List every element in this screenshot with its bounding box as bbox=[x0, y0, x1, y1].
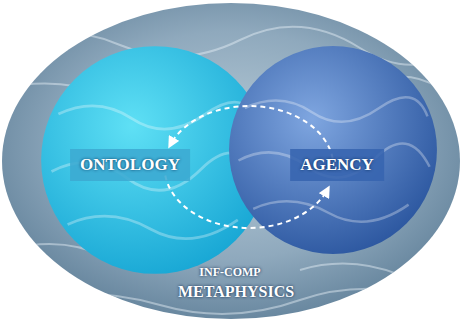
title-label: METAPHYSICS bbox=[178, 283, 294, 301]
subtitle-label: INF-COMP bbox=[199, 265, 260, 280]
node-label: ONTOLOGY bbox=[70, 149, 190, 181]
node-label: AGENCY bbox=[290, 149, 384, 181]
agency-circle: AGENCY bbox=[228, 45, 438, 255]
cycle-arrow bbox=[171, 106, 333, 158]
cycle-arrow bbox=[165, 176, 327, 228]
